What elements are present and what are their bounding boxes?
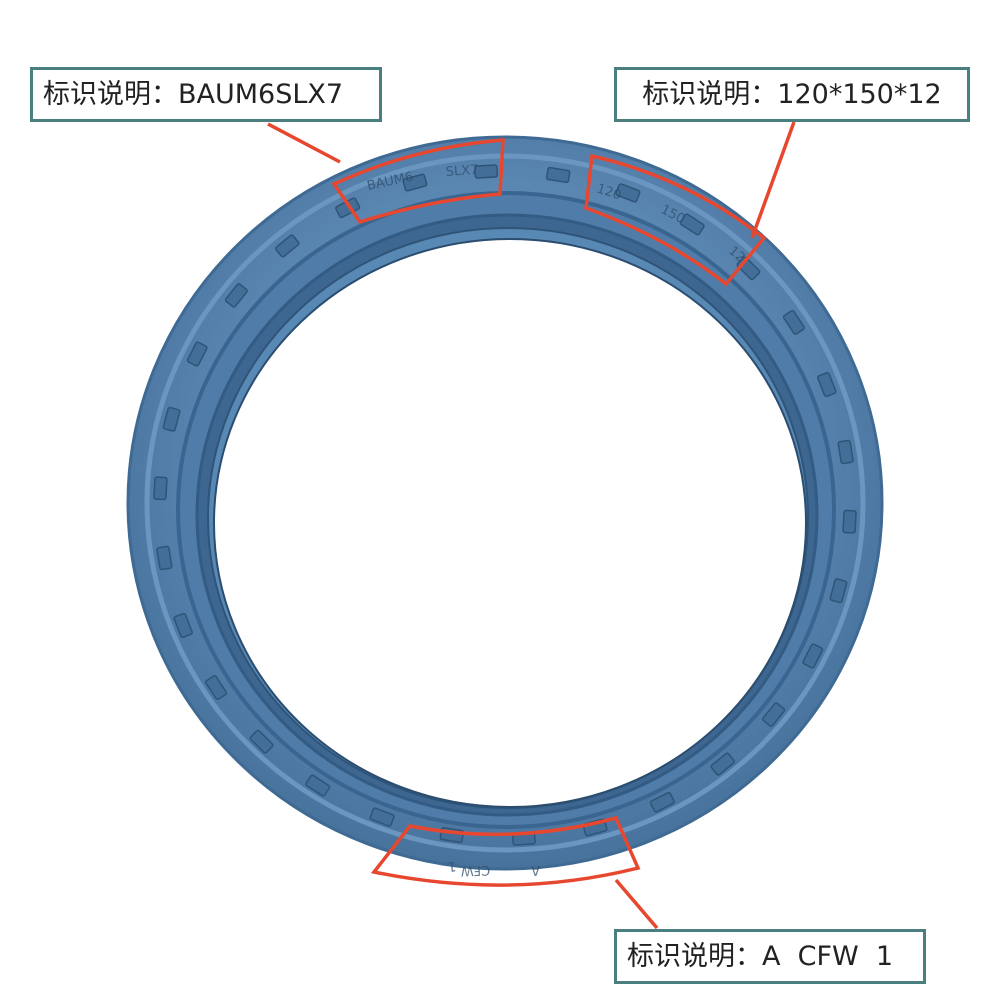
seal-notch: [837, 439, 854, 465]
seal-notch: [615, 183, 641, 203]
seal-notch: [474, 164, 499, 179]
seal-notch: [829, 578, 848, 604]
marking-a: A: [531, 862, 540, 877]
seal-notch: [249, 729, 274, 754]
seal-notch: [156, 545, 173, 571]
label-size-text: 标识说明：120*150*12: [642, 79, 942, 110]
marking-profile: SLX7: [445, 163, 479, 180]
highlight-frame-code: [370, 815, 641, 887]
seal-outer-lip: [144, 153, 866, 853]
seal-notch: [782, 309, 805, 335]
seal-notch: [679, 213, 705, 236]
seal-notch: [369, 807, 395, 827]
seal-notch: [545, 166, 571, 184]
seal-notch: [186, 341, 208, 367]
seal-notch: [842, 509, 857, 534]
label-code-text: 标识说明：A CFW 1: [627, 941, 894, 972]
seal-notch: [802, 643, 824, 669]
leader-line-brand: [267, 122, 341, 164]
leader-line-code: [614, 878, 659, 930]
marking-cfw: CFW: [460, 862, 490, 878]
leader-lines: [267, 121, 796, 930]
seal-notch: [402, 173, 428, 192]
marking-inner-diameter: 120: [595, 182, 623, 204]
seal-notch: [153, 476, 168, 501]
highlight-frame-brand: [331, 138, 505, 225]
leader-line-size: [750, 121, 796, 239]
seal-notch: [305, 774, 331, 797]
highlight-frames: [331, 138, 767, 887]
seal-notch: [649, 791, 675, 813]
seal-notch: [205, 675, 228, 701]
seal-notch: [274, 234, 300, 258]
label-brand-callout: 标识说明：BAUM6SLX7: [30, 67, 382, 122]
seal-notches: [153, 164, 857, 846]
oil-seal-ring: [126, 135, 884, 871]
seal-center-hole: [213, 238, 807, 808]
label-size-callout: 标识说明：120*150*12: [614, 67, 970, 122]
seal-notch: [762, 702, 786, 727]
seal-notch: [710, 752, 736, 776]
label-brand-text: 标识说明：BAUM6SLX7: [43, 79, 344, 110]
seal-notch: [224, 283, 248, 308]
seal-notch: [162, 406, 181, 432]
seal-notch: [817, 371, 837, 398]
highlight-frame-size: [584, 153, 767, 287]
seal-notch: [173, 612, 193, 639]
marking-1: 1: [447, 858, 456, 874]
label-code-callout: 标识说明：A CFW 1: [614, 929, 926, 984]
